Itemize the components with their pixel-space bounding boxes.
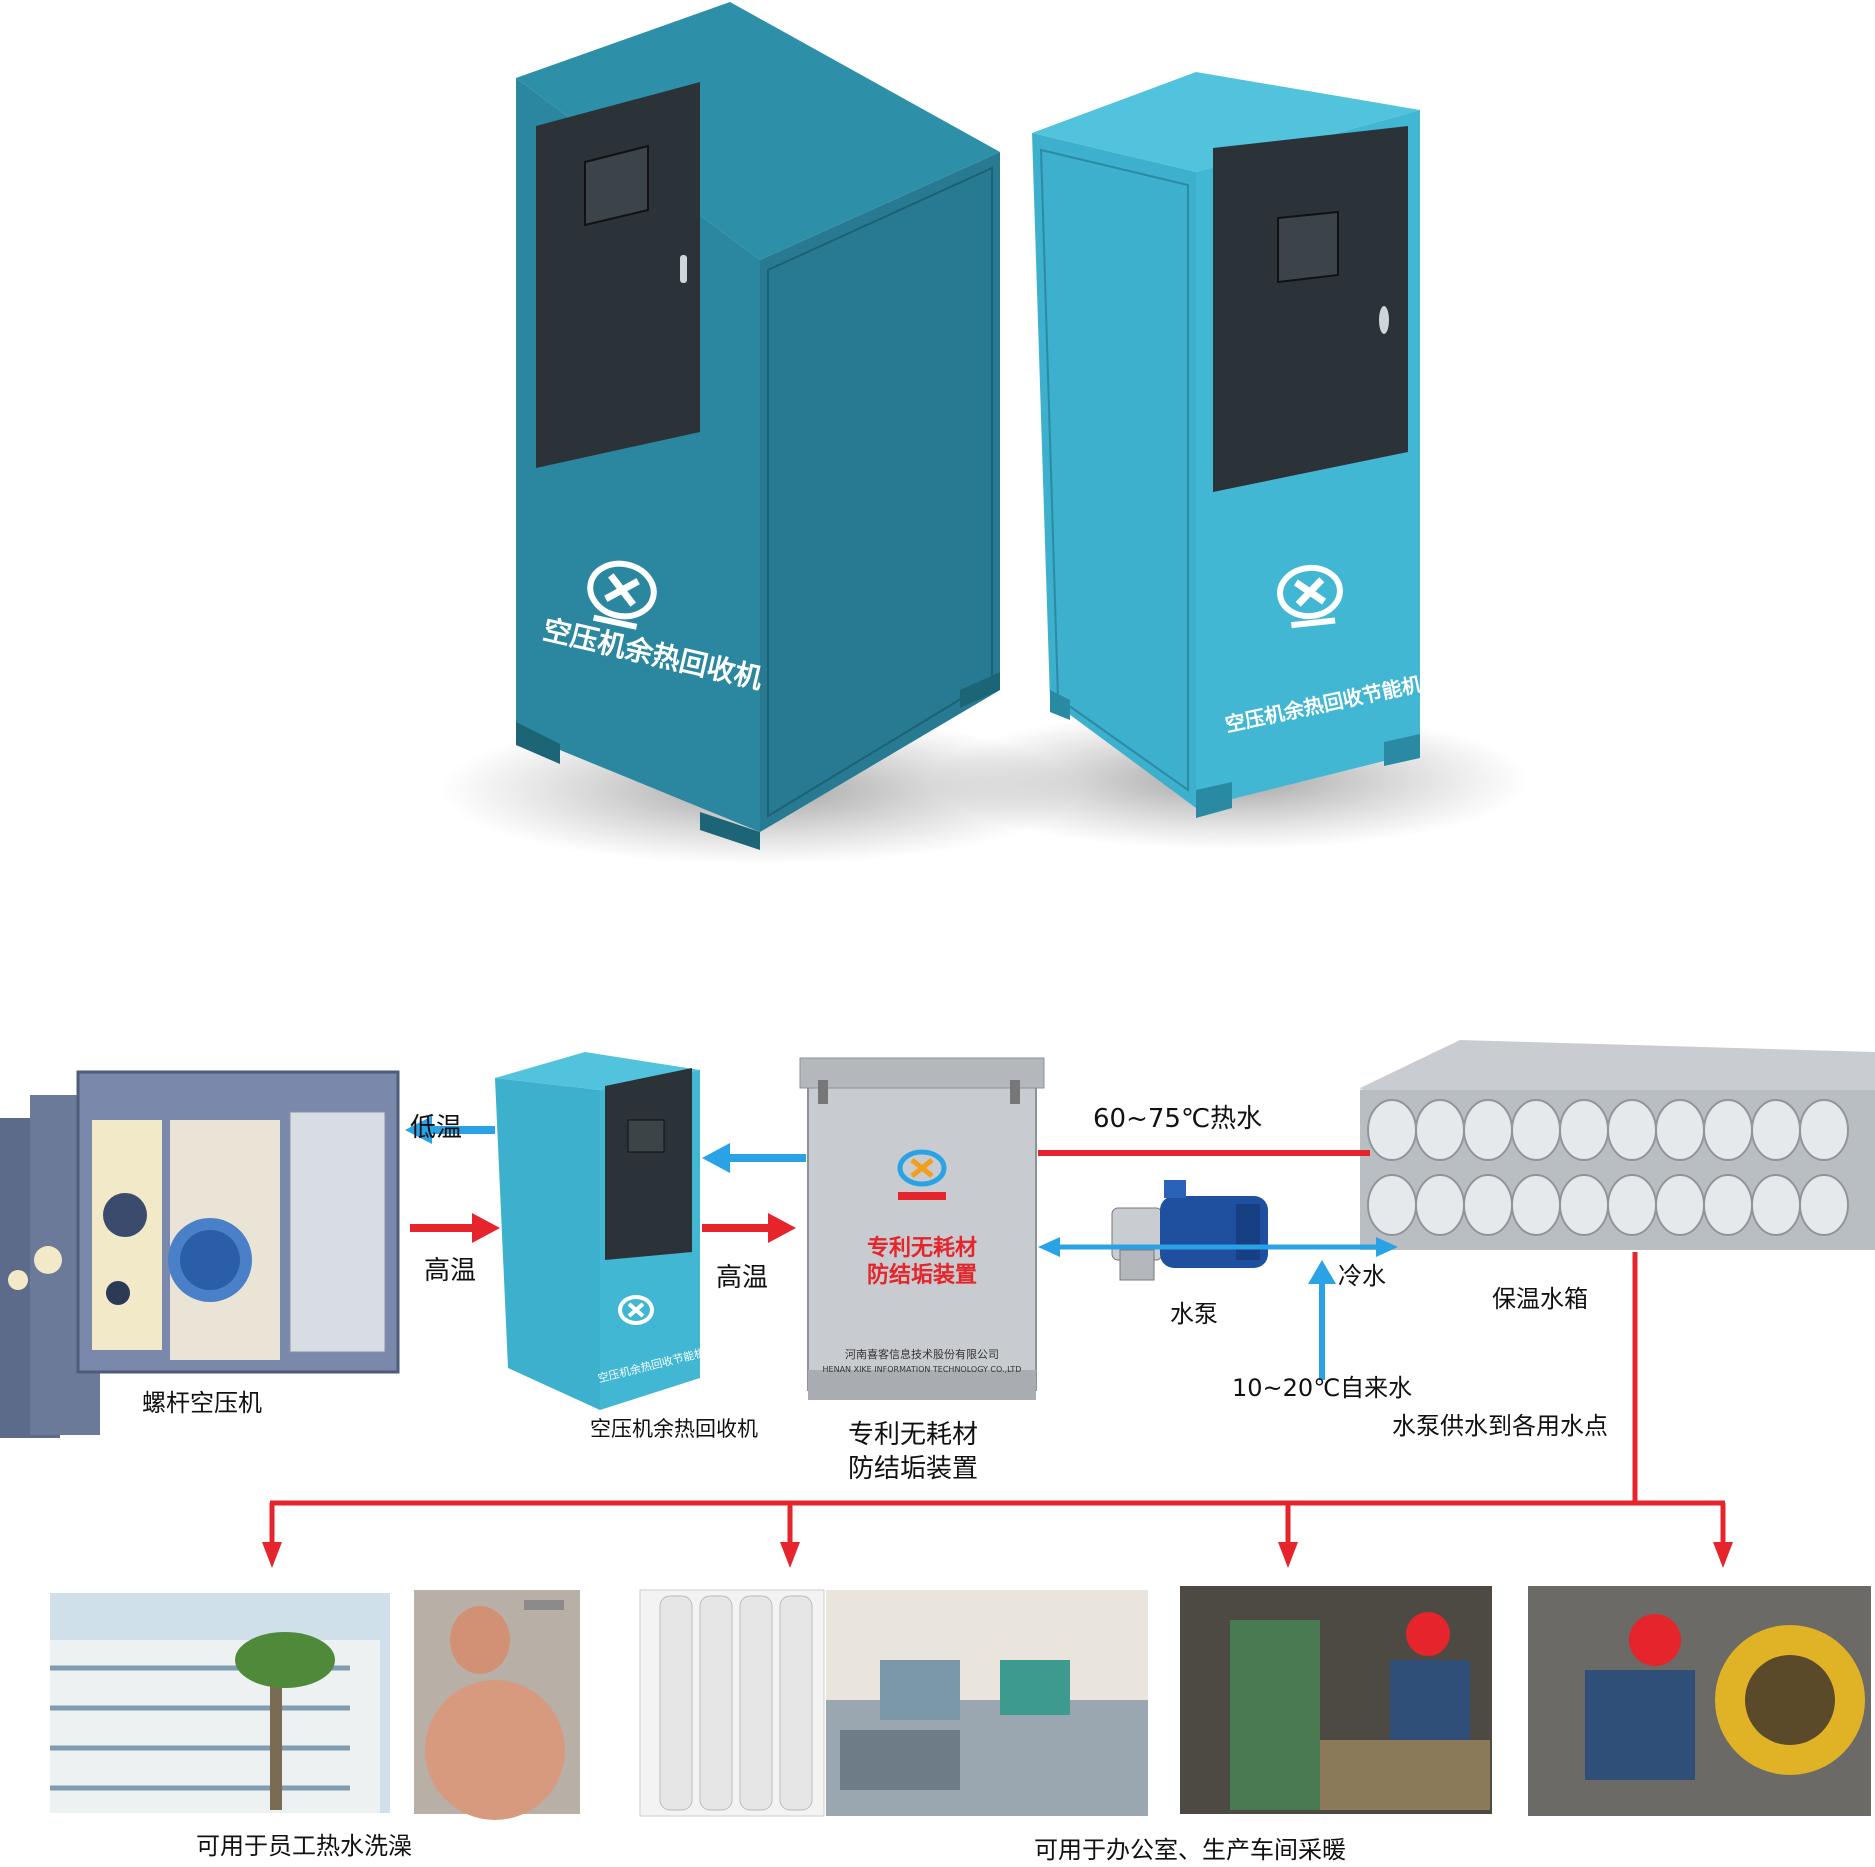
- hot-water-label: 60~75℃热水: [1093, 1104, 1263, 1134]
- cold-water-arrow-right: [1376, 1237, 1398, 1257]
- high-temp-arrow-right: [768, 1213, 796, 1243]
- antiscale-panel-line1: 专利无耗材: [867, 1235, 977, 1261]
- antiscale-company-en: HENAN XIKE INFORMATION TECHNOLOGY CO.,LT…: [823, 1365, 1022, 1374]
- antiscale-caption-line1: 专利无耗材: [848, 1420, 979, 1450]
- tank-label: 保温水箱: [1492, 1285, 1588, 1313]
- high-temp-label-left: 高温: [424, 1256, 477, 1286]
- low-temp-arrow: [405, 1116, 432, 1144]
- cold-water-label: 冷水: [1338, 1262, 1386, 1290]
- distribution-lines: [262, 1252, 1733, 1568]
- application-photos: [50, 1586, 1871, 1820]
- cold-water-arrow-left: [1038, 1237, 1060, 1257]
- high-temp-arrow-left: [472, 1213, 500, 1243]
- screw-compressor-caption: 螺杆空压机: [142, 1389, 262, 1417]
- left-cabinet-logo: [587, 560, 657, 630]
- screw-compressor-image: [0, 1070, 400, 1438]
- left-cabinet: 空压机余热回收机: [516, 2, 1000, 850]
- office-photo: [826, 1590, 1148, 1816]
- flow-lines: [405, 1116, 1398, 1380]
- pump-supply-label: 水泵供水到各用水点: [1392, 1412, 1608, 1440]
- high-temp-label-right: 高温: [716, 1263, 769, 1293]
- product-cabinets: 空压机余热回收机 空压机余热回收节能机组: [440, 2, 1530, 865]
- right-cabinet-logo: [1277, 564, 1343, 629]
- antiscale-company-cn: 河南喜客信息技术股份有限公司: [845, 1347, 999, 1361]
- workshop-photo-2: [1528, 1586, 1871, 1816]
- flow-diagram: 空压机余热回收节能机组 专利无耗材 防结垢装置 河南喜客信息技术股份有限公司 H…: [0, 1040, 1875, 1438]
- tap-water-label: 10~20℃自来水: [1232, 1374, 1413, 1402]
- shower-photo: [414, 1590, 580, 1820]
- pump-label: 水泵: [1170, 1300, 1218, 1328]
- branch-2-arrow: [780, 1542, 800, 1568]
- antiscale-caption-line2: 防结垢装置: [848, 1454, 979, 1484]
- workshop-photo-1: [1180, 1586, 1492, 1814]
- dormitory-photo: [50, 1593, 390, 1813]
- recovery-unit-image: 空压机余热回收节能机组: [495, 1052, 717, 1410]
- branch-4-arrow: [1713, 1542, 1733, 1568]
- right-cabinet: 空压机余热回收节能机组: [1032, 72, 1443, 818]
- heating-application-label: 可用于办公室、生产车间采暖: [1034, 1836, 1346, 1864]
- antiscale-device-image: 专利无耗材 防结垢装置 河南喜客信息技术股份有限公司 HENAN XIKE IN…: [799, 1057, 1045, 1400]
- return-arrow: [702, 1143, 730, 1173]
- recovery-unit-caption: 空压机余热回收机: [590, 1417, 758, 1441]
- branch-3-arrow: [1278, 1542, 1298, 1568]
- water-tank-image: [1360, 1040, 1875, 1250]
- water-pump-image: [1111, 1180, 1268, 1281]
- branch-1-arrow: [262, 1542, 282, 1568]
- radiator-photo: [639, 1589, 825, 1817]
- tap-water-arrow: [1308, 1260, 1336, 1284]
- shower-application-label: 可用于员工热水洗澡: [196, 1832, 412, 1860]
- antiscale-panel-line2: 防结垢装置: [867, 1262, 977, 1288]
- low-temp-label: 低温: [410, 1113, 463, 1143]
